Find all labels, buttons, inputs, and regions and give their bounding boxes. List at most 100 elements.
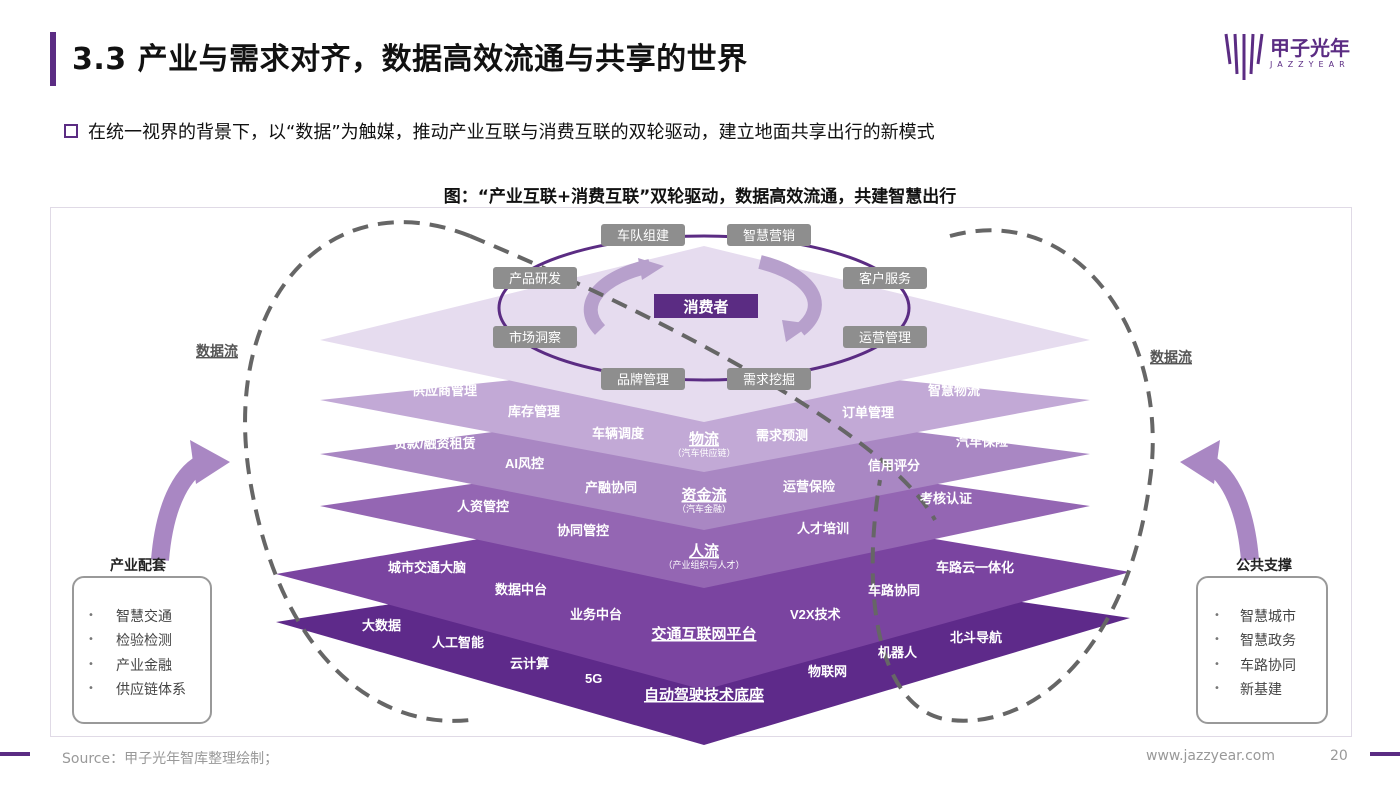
ring-tag-bg [727,368,811,390]
layer3-label: 考核认证 [920,491,972,506]
bullet-dot: • [88,683,94,694]
left-box-item: 智慧交通 [116,609,172,625]
site-url: www.jazzyear.com [1146,748,1275,764]
layer3-center: 人流 [689,542,719,560]
footer-accent-left [0,752,30,756]
support-arrowhead-right [1180,440,1220,484]
bullet-dot: • [1214,683,1220,694]
ring-tag-bg [843,326,927,348]
bullet-text: 在统一视界的背景下，以“数据”为触媒，推动产业互联与消费互联的双轮驱动，建立地面… [88,122,935,143]
layer-platform [276,500,1130,690]
ring-tag-bg [843,267,927,289]
ring-tag-3: 产品研发 [509,271,561,286]
logo-mark-icon [1224,33,1264,80]
layer5-label: 云计算 [510,656,549,671]
layer4-center: 交通互联网平台 [651,625,756,643]
consumer-box [654,294,758,318]
consumer-label: 消费者 [683,298,728,316]
ring-tag-8: 需求挖掘 [743,372,795,387]
layer4-label: 城市交通大脑 [388,560,466,575]
right-box-item: 新基建 [1240,682,1282,698]
data-flow-label-left: 数据流 [196,343,238,359]
bullet-dot: • [88,634,94,645]
ring-tag-2: 智慧营销 [743,228,795,243]
title-accent-bar [50,32,56,86]
data-flow-loop-right [870,228,1155,723]
layer3-label: 人才培训 [797,521,849,536]
left-box-title: 产业配套 [110,558,166,574]
layer1-label: 需求预测 [756,428,808,443]
logo-text: 甲子光年 [1270,36,1350,60]
layer2-label: 运营保险 [783,479,836,494]
layer1-label: 订单管理 [842,405,894,420]
layer2-label: 汽车保险 [956,434,1009,449]
source-note: Source：甲子光年智库整理绘制； [62,751,279,767]
ring-tag-bg [727,224,811,246]
layer5-label: 大数据 [362,618,401,633]
layer-consumer [320,246,1090,422]
ring-tag-7: 品牌管理 [617,372,669,387]
layer4-label: V2X技术 [790,607,841,622]
layer2-sub: （汽车金融） [677,503,731,514]
right-box-item: 车路协同 [1240,658,1296,674]
left-support-box: • 智慧交通 • 检验检测 • 产业金融 • 供应链体系 [72,576,212,724]
ring-tag-bg [601,368,685,390]
layer2-label: 产融协同 [585,480,637,495]
ring-tag-bg [493,326,577,348]
bullet-dot: • [1214,634,1220,645]
bullet-dot: • [88,659,94,670]
layer1-label: 智慧物流 [928,383,980,398]
left-box-item: 检验检测 [116,633,172,649]
layer2-label: 信用评分 [868,458,920,473]
consumer-ring [497,234,911,382]
layer5-label: 北斗导航 [950,630,1002,645]
data-flow-loop-left [243,220,471,723]
layer2-label: AI风控 [505,456,544,471]
figure-title: 图：“产业互联+消费互联”双轮驱动，数据高效流通，共建智慧出行 [443,187,957,207]
right-box-item: 智慧城市 [1240,609,1296,625]
cycle-arrow-right [758,255,822,336]
layer1-label: 车辆调度 [592,426,645,441]
layer2-center: 资金流 [681,486,726,504]
layer4-label: 车路云一体化 [936,560,1014,575]
ring-tag-6: 运营管理 [859,330,911,345]
cycle-arrowhead-right [782,320,812,342]
layer1-sub: （汽车供应链） [672,447,735,458]
layer5-center: 自动驾驶技术底座 [644,686,764,704]
layer4-label: 车路协同 [868,583,920,598]
ring-tag-1: 车队组建 [617,228,669,243]
layer1-label: 库存管理 [508,404,560,419]
layer5-label: 机器人 [878,645,918,660]
support-arrowhead-left [190,440,230,484]
page-number: 20 [1330,748,1348,764]
bullet-dot: • [88,610,94,621]
right-support-box: • 智慧城市 • 智慧政务 • 车路协同 • 新基建 [1196,576,1328,724]
bullet-dot: • [1214,659,1220,670]
layer3-label: 协同管控 [557,523,609,538]
bullet-square-icon [64,124,78,138]
data-flow-loop-left-inner [469,234,937,521]
footer-accent-right [1370,752,1400,756]
ring-tag-5: 市场洞察 [509,330,561,345]
layer4-label: 业务中台 [570,607,622,622]
ring-tag-4: 客户服务 [859,271,911,286]
layer3-sub: （产业组织与人才） [663,559,744,570]
layer5-label: 人工智能 [432,635,484,650]
ring-tag-bg [601,224,685,246]
layer2-label: 贷款/融资租赁 [394,436,476,451]
layer3-label: 人资管控 [457,499,509,514]
layer5-label: 5G [585,671,602,686]
left-box-item: 产业金融 [116,658,172,674]
cycle-arrowhead-left [638,258,664,280]
right-box-item: 智慧政务 [1240,633,1296,649]
layer1-center: 物流 [689,430,719,448]
bullet-dot: • [1214,610,1220,621]
layer5-label: 物联网 [808,664,847,679]
layer4-label: 数据中台 [495,582,547,597]
right-box-title: 公共支撑 [1236,558,1292,574]
data-flow-label-right: 数据流 [1150,349,1192,365]
layer1-label: 供应商管理 [411,383,477,398]
page-title: 3.3 产业与需求对齐，数据高效流通与共享的世界 [72,42,748,77]
brand-logo: 甲子光年 JAZZYEAR [1220,30,1370,80]
